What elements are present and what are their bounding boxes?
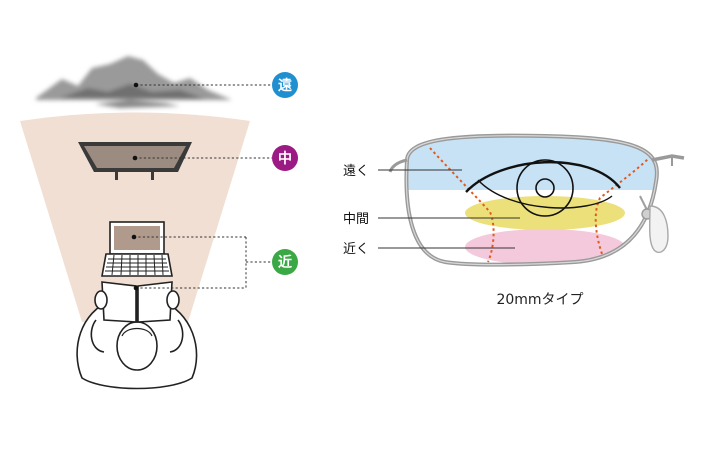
person-illustration	[76, 281, 198, 390]
zone-badge-near-label: 近	[278, 254, 292, 271]
leader-dots-left	[131, 82, 139, 291]
view-fan	[20, 112, 250, 322]
leader-lines-right	[378, 169, 520, 249]
label-near: 近く	[343, 242, 369, 257]
eye-illustration	[465, 159, 621, 217]
zone-badge-mid-label: 中	[278, 150, 292, 167]
zone-boundaries	[429, 147, 656, 263]
lens-caption: 20mmタイプ	[496, 292, 583, 308]
label-far: 遠く	[343, 164, 369, 179]
leader-lines-left	[134, 84, 274, 289]
viewing-distance-figure: 遠 中 近	[20, 56, 298, 390]
zone-badge-mid-circle	[272, 145, 298, 171]
zone-badge-near: 近	[272, 249, 298, 275]
lens-zones	[406, 135, 657, 265]
zone-badge-far: 遠	[272, 72, 298, 98]
progressive-lens-figure: 遠く 中間 近く 20mmタイプ	[343, 133, 685, 308]
glasses-frame	[388, 133, 685, 267]
zone-badge-far-circle	[272, 72, 298, 98]
zone-near-fill	[465, 229, 625, 265]
zone-badge-near-circle	[272, 249, 298, 275]
zone-mid-fill	[465, 196, 625, 230]
laptop-illustration	[101, 221, 173, 277]
zone-badge-mid: 中	[272, 145, 298, 171]
nose-pad	[639, 195, 669, 254]
mountain-illustration	[36, 56, 232, 108]
zone-badge-far-label: 遠	[278, 77, 292, 94]
label-mid: 中間	[343, 212, 369, 227]
